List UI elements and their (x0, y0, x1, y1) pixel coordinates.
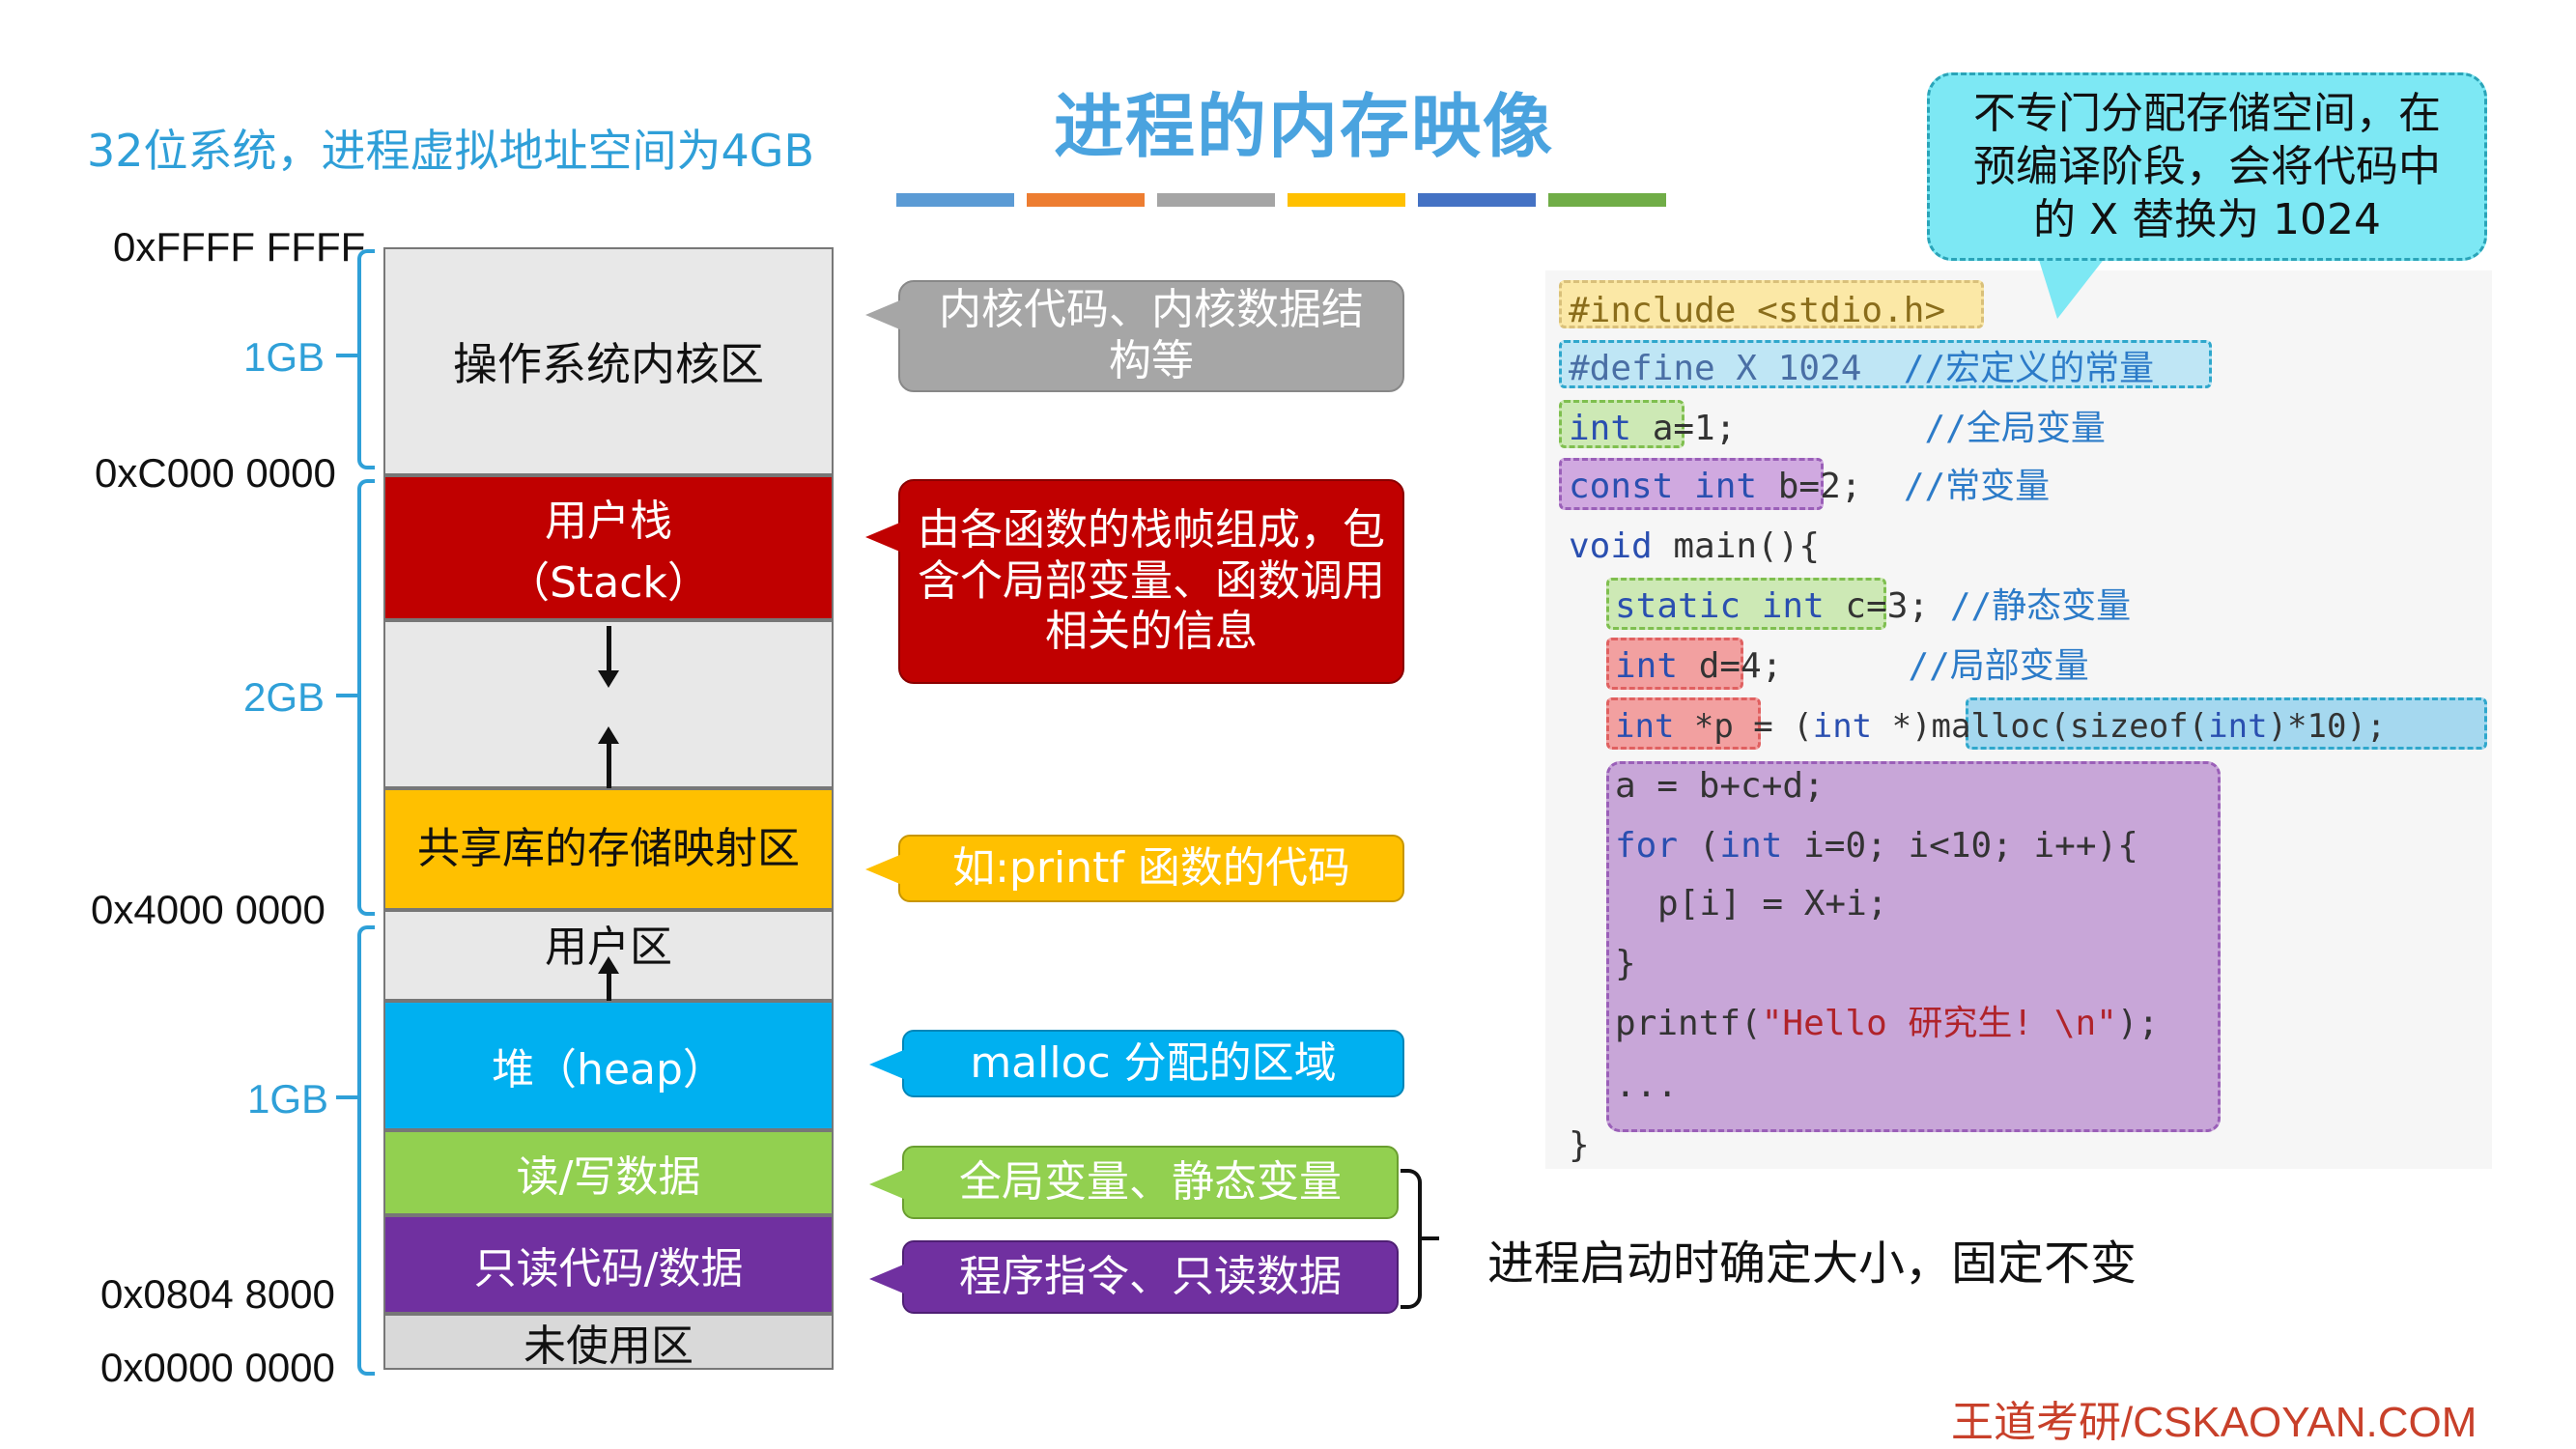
code-line-2: #define X 1024 //宏定义的常量 (1569, 349, 2155, 388)
accent-bar-6 (1548, 193, 1666, 207)
region-stack-label: 用户栈 (545, 497, 672, 546)
accent-bar-1 (896, 193, 1014, 207)
hl-static (1606, 578, 1886, 630)
accent-bar-2 (1027, 193, 1145, 207)
code-line-5: void main(){ (1569, 526, 1821, 566)
mmap-growth-arrow-line (607, 742, 611, 788)
address-text-start: 0x0804 8000 (100, 1271, 335, 1317)
region-ro-code-label: 只读代码/数据 (473, 1244, 744, 1293)
callout-rw: 全局变量、静态变量 (869, 1146, 1399, 1219)
callout-shared-text: 如:printf 函数的代码 (952, 842, 1350, 893)
region-shared-lib-label: 共享库的存储映射区 (417, 823, 800, 873)
fixed-size-brace-tip (1418, 1236, 1439, 1240)
callout-rw-text: 全局变量、静态变量 (959, 1156, 1342, 1207)
heap-growth-arrow-line (607, 972, 611, 1001)
hl-pointer (1606, 697, 1761, 750)
speech-bubble-tail (2038, 257, 2106, 319)
hl-include (1559, 280, 1984, 328)
region-unused: 未使用区 (383, 1314, 834, 1371)
callout-ro-tail (869, 1264, 906, 1294)
brace-lower-user (357, 925, 375, 1376)
code-line-9: a = b+c+d; (1615, 766, 1825, 806)
code-line-7: int d=4; //局部变量 (1615, 646, 2089, 686)
region-shared-lib: 共享库的存储映射区 (383, 788, 834, 910)
code-line-11: p[i] = X+i; (1657, 884, 1888, 923)
mmap-growth-arrow-head (598, 726, 619, 744)
code-line-1: #include <stdio.h> (1569, 291, 1946, 330)
callout-ro: 程序指令、只读数据 (869, 1240, 1399, 1314)
brace-upper-user-tick (336, 694, 357, 697)
callout-rw-tail (869, 1169, 906, 1200)
brace-lower-user-tick (336, 1095, 357, 1099)
address-kernel-base: 0xC000 0000 (95, 450, 336, 496)
brace-kernel-tick (336, 354, 357, 357)
region-rw-data: 读/写数据 (383, 1130, 834, 1215)
callout-shared-tail (865, 854, 902, 885)
code-line-13: printf("Hello 研究生! \n"); (1615, 1004, 2160, 1043)
brace-upper-user (357, 479, 375, 916)
code-line-14: ... (1615, 1065, 1679, 1105)
accent-bar-3 (1157, 193, 1275, 207)
callout-kernel-tail (865, 299, 902, 330)
callout-ro-text: 程序指令、只读数据 (959, 1251, 1342, 1301)
stack-growth-arrow-line (607, 626, 611, 672)
region-heap: 堆（heap） (383, 1001, 834, 1130)
size-kernel: 1GB (243, 334, 326, 380)
stack-growth-arrow-head (598, 670, 619, 688)
page-title: 进程的内存映像 (1053, 86, 1554, 167)
region-unused-label: 未使用区 (524, 1321, 694, 1371)
code-line-10: for (int i=0; i<10; i++){ (1615, 826, 2138, 866)
fixed-size-note: 进程启动时确定大小，固定不变 (1487, 1236, 2137, 1291)
callout-kernel: 内核代码、内核数据结构等 (865, 280, 1404, 392)
region-ro-code: 只读代码/数据 (383, 1215, 834, 1314)
size-upper-user: 2GB (243, 674, 326, 720)
size-lower-user: 1GB (247, 1076, 329, 1122)
accent-bar-5 (1418, 193, 1536, 207)
address-mid: 0x4000 0000 (91, 887, 326, 932)
code-line-12: } (1615, 944, 1636, 983)
region-heap-label: 堆（heap） (492, 1045, 725, 1094)
region-kernel: 操作系统内核区 (383, 247, 834, 475)
address-zero: 0x0000 0000 (100, 1345, 335, 1390)
code-line-8: int *p = (int *)malloc(sizeof(int)*10); (1615, 707, 2387, 746)
callout-kernel-text: 内核代码、内核数据结构等 (939, 285, 1364, 385)
address-top: 0xFFFF FFFF (113, 224, 366, 270)
code-line-3: int a=1; //全局变量 (1569, 409, 2106, 448)
hl-local (1606, 638, 1743, 690)
region-stack-sublabel: （Stack） (507, 558, 710, 608)
page-subtitle: 32位系统，进程虚拟地址空间为4GB (87, 125, 815, 177)
region-kernel-label: 操作系统内核区 (453, 338, 764, 390)
hl-define (1559, 340, 2212, 388)
callout-stack-text: 由各函数的栈帧组成，包含个局部变量、函数调用相关的信息 (918, 504, 1385, 657)
callout-shared: 如:printf 函数的代码 (865, 835, 1404, 902)
callout-heap-text: malloc 分配的区域 (970, 1037, 1337, 1088)
heap-growth-arrow-head (598, 956, 619, 974)
hl-body (1606, 761, 2221, 1132)
region-stack: 用户栈 （Stack） (383, 475, 834, 620)
speech-bubble-text: 不专门分配存储空间，在预编译阶段，会将代码中的 X 替换为 1024 (1973, 89, 2441, 244)
accent-bar-4 (1288, 193, 1405, 207)
callout-heap-tail (869, 1049, 906, 1080)
hl-malloc (1966, 697, 2487, 750)
code-line-4: const int b=2; //常变量 (1569, 467, 2051, 506)
hl-const (1559, 458, 1824, 510)
brace-kernel (357, 249, 375, 469)
callout-stack: 由各函数的栈帧组成，包含个局部变量、函数调用相关的信息 (865, 479, 1404, 684)
speech-bubble: 不专门分配存储空间，在预编译阶段，会将代码中的 X 替换为 1024 (1927, 72, 2487, 261)
footer-brand: 王道考研/CSKAOYAN.COM (1951, 1399, 2477, 1446)
hl-global (1559, 400, 1684, 448)
callout-stack-tail (865, 522, 902, 553)
code-line-15: } (1569, 1125, 1590, 1165)
callout-heap: malloc 分配的区域 (869, 1030, 1404, 1097)
code-line-6: static int c=3; //静态变量 (1615, 586, 2132, 626)
region-rw-data-label: 读/写数据 (516, 1152, 701, 1202)
